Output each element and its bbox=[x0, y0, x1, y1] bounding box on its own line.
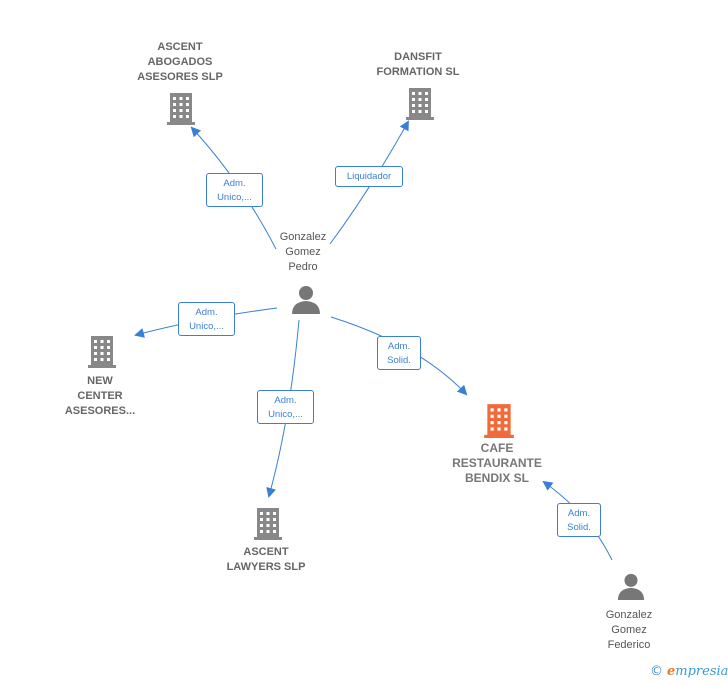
relation-label[interactable]: Adm. Unico,... bbox=[206, 173, 263, 207]
node-label-ascent-lawyers: ASCENT LAWYERS SLP bbox=[226, 546, 306, 573]
relation-label[interactable]: Adm. Unico,... bbox=[257, 390, 314, 424]
node-label-cafe-restaurante: CAFE RESTAURANTE BENDIX SL bbox=[452, 441, 542, 485]
node-label-ascent-abogados: ASCENT ABOGADOS ASESORES SLP bbox=[137, 41, 223, 83]
building-icon[interactable] bbox=[86, 334, 118, 368]
brand-logo[interactable]: © empresia bbox=[650, 664, 728, 679]
person-icon[interactable] bbox=[290, 284, 322, 314]
brand-name: mpresia bbox=[675, 664, 728, 679]
building-icon[interactable] bbox=[482, 402, 516, 438]
relation-label[interactable]: Adm. Solid. bbox=[557, 503, 601, 537]
brand-e-letter: e bbox=[667, 664, 676, 679]
relation-label[interactable]: Liquidador bbox=[335, 166, 403, 187]
copyright-symbol: © bbox=[650, 664, 663, 679]
building-icon[interactable] bbox=[404, 86, 436, 120]
node-label-federico: Gonzalez Gomez Federico bbox=[605, 609, 653, 651]
node-label-dansfit: DANSFIT FORMATION SL bbox=[376, 51, 460, 78]
building-icon[interactable] bbox=[165, 91, 197, 125]
relation-label[interactable]: Adm. Unico,... bbox=[178, 302, 235, 336]
node-label-new-center: NEW CENTER ASESORES... bbox=[64, 375, 136, 417]
relation-label[interactable]: Adm. Solid. bbox=[377, 336, 421, 370]
person-icon[interactable] bbox=[616, 572, 646, 600]
building-icon[interactable] bbox=[252, 506, 284, 540]
node-label-pedro: Gonzalez Gomez Pedro bbox=[279, 231, 327, 273]
